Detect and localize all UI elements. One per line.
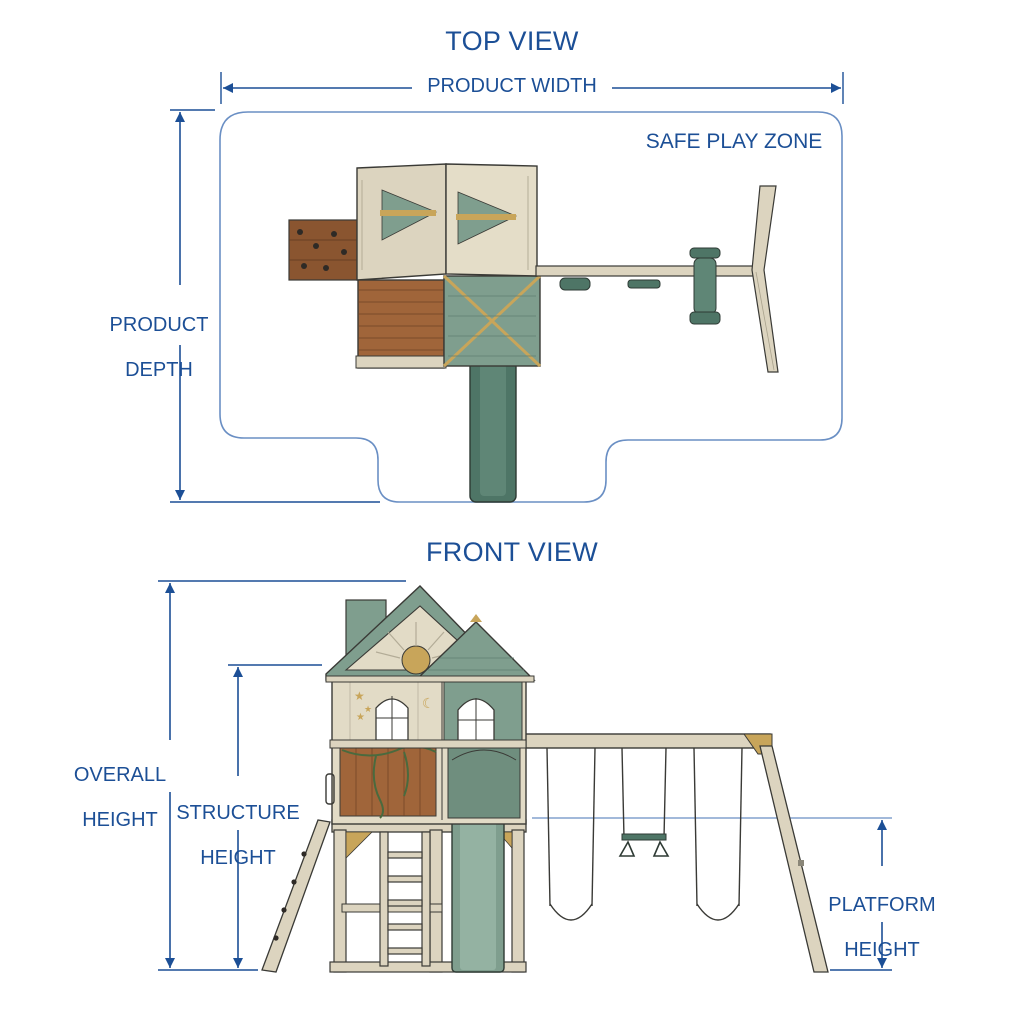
slide-front (451, 811, 505, 973)
tower-roof-front (325, 585, 536, 683)
product-depth-line-1: PRODUCT (109, 314, 209, 337)
slide-top (469, 359, 517, 503)
product-depth-dimension (170, 109, 380, 503)
product-depth-line-2: DEPTH (125, 359, 193, 382)
climbing-ramp-front (261, 819, 331, 973)
canopy-top (356, 163, 538, 281)
structure-height-line-2: HEIGHT (200, 847, 276, 870)
platform-height-dimension (532, 817, 892, 971)
svg-text:☾: ☾ (422, 696, 435, 712)
platform-height-label: PLATFORM HEIGHT (818, 872, 946, 984)
product-width-label: PRODUCT WIDTH (427, 75, 597, 97)
structure-height-line-1: STRUCTURE (176, 802, 300, 825)
overall-height-label: OVERALL HEIGHT (60, 742, 180, 854)
tower-body-front: ★ ★ ★ ☾ (325, 677, 527, 825)
front-view-title: FRONT VIEW (425, 537, 598, 567)
top-view (170, 72, 844, 503)
front-view: ★ ★ ★ ☾ (158, 580, 892, 973)
svg-text:★: ★ (356, 712, 365, 723)
top-view-title: TOP VIEW (445, 26, 579, 56)
platform-height-line-2: HEIGHT (844, 939, 920, 962)
swing-beam-top (535, 185, 779, 373)
overall-height-line-1: OVERALL (73, 764, 167, 787)
overall-height-line-2: HEIGHT (82, 809, 158, 832)
overall-height-dimension (158, 580, 406, 971)
swing-seats-top (559, 247, 721, 325)
platform-height-line-1: PLATFORM (828, 894, 936, 917)
structure-height-dimension (228, 664, 322, 968)
svg-text:★: ★ (364, 705, 372, 715)
product-depth-label: PRODUCT DEPTH (96, 292, 222, 404)
swing-frame-front (523, 733, 829, 973)
structure-height-label: STRUCTURE HEIGHT (168, 780, 308, 892)
svg-text:★: ★ (354, 689, 365, 703)
safe-play-zone-label: SAFE PLAY ZONE (645, 130, 823, 153)
swing-chains-front (546, 747, 743, 921)
ladder-front (379, 831, 431, 967)
tower-roof-top (442, 274, 542, 368)
product-width-dimension (220, 72, 844, 104)
trapeze-bar (618, 833, 670, 857)
climbing-wall-top (288, 219, 358, 281)
safe-play-zone-outline (219, 111, 843, 503)
deck-top (355, 279, 447, 369)
